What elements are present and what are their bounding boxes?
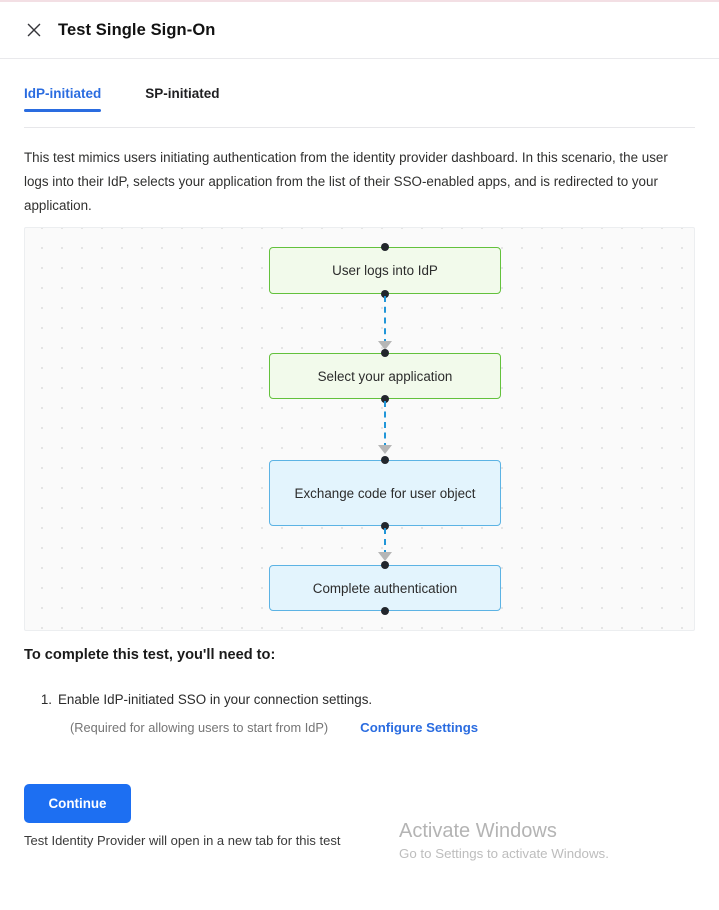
flow-graph: User logs into IdP Select your applicati…	[25, 228, 694, 630]
tab-bar-divider	[24, 127, 695, 128]
flow-description: This test mimics users initiating authen…	[24, 150, 668, 213]
top-accent-hairline	[0, 0, 719, 2]
flow-connector-3	[384, 528, 386, 556]
configure-settings-link[interactable]: Configure Settings	[360, 720, 479, 735]
flow-arrow-1-icon	[378, 341, 392, 350]
windows-activation-watermark: Activate Windows Go to Settings to activ…	[399, 818, 609, 864]
flow-port-top-4	[381, 561, 389, 569]
requirement-text: Enable IdP-initiated SSO in your connect…	[58, 692, 373, 707]
watermark-subtitle: Go to Settings to activate Windows.	[399, 846, 609, 861]
flow-port-bottom-3	[381, 522, 389, 530]
flow-node-user-logs-into-idp[interactable]: User logs into IdP	[269, 247, 501, 294]
tab-sp-initiated[interactable]: SP-initiated	[145, 86, 220, 101]
tab-idp-initiated[interactable]: IdP-initiated	[24, 86, 102, 112]
flow-node-label: Select your application	[317, 368, 453, 384]
dialog-header: Test Single Sign-On	[0, 2, 719, 59]
flow-node-label: Exchange code for user object	[294, 485, 476, 501]
continue-button[interactable]: Continue	[24, 784, 131, 823]
flow-arrow-3-icon	[378, 552, 392, 561]
flow-node-select-your-application[interactable]: Select your application	[269, 353, 501, 399]
flow-connector-1	[384, 296, 386, 345]
requirements-title: To complete this test, you'll need to:	[24, 647, 276, 663]
requirement-number: 1.	[40, 692, 52, 707]
flow-port-top-3	[381, 456, 389, 464]
flow-arrow-2-icon	[378, 445, 392, 454]
close-icon[interactable]	[24, 20, 44, 40]
flow-connector-2	[384, 401, 386, 449]
footer-note: Test Identity Provider will open in a ne…	[24, 833, 341, 848]
requirement-subrow-1: (Required for allowing users to start fr…	[70, 720, 684, 735]
flow-node-label: Complete authentication	[312, 580, 458, 596]
flow-port-bottom-2	[381, 395, 389, 403]
flow-port-bottom-1	[381, 290, 389, 298]
flow-diagram-canvas[interactable]: User logs into IdP Select your applicati…	[24, 227, 695, 631]
requirements-list: 1. Enable IdP-initiated SSO in your conn…	[24, 692, 684, 735]
requirement-note: (Required for allowing users to start fr…	[70, 720, 329, 735]
watermark-title: Activate Windows	[399, 820, 557, 842]
flow-port-bottom-4	[381, 607, 389, 615]
flow-node-label: User logs into IdP	[332, 263, 438, 278]
tab-bar: IdP-initiated SP-initiated	[24, 86, 695, 128]
flow-node-complete-authentication[interactable]: Complete authentication	[269, 565, 501, 611]
flow-node-exchange-code-for-user-object[interactable]: Exchange code for user object	[269, 460, 501, 526]
requirement-item-1: 1. Enable IdP-initiated SSO in your conn…	[24, 692, 684, 707]
page-title: Test Single Sign-On	[58, 20, 216, 39]
flow-port-top-2	[381, 349, 389, 357]
flow-port-top-1	[381, 243, 389, 251]
